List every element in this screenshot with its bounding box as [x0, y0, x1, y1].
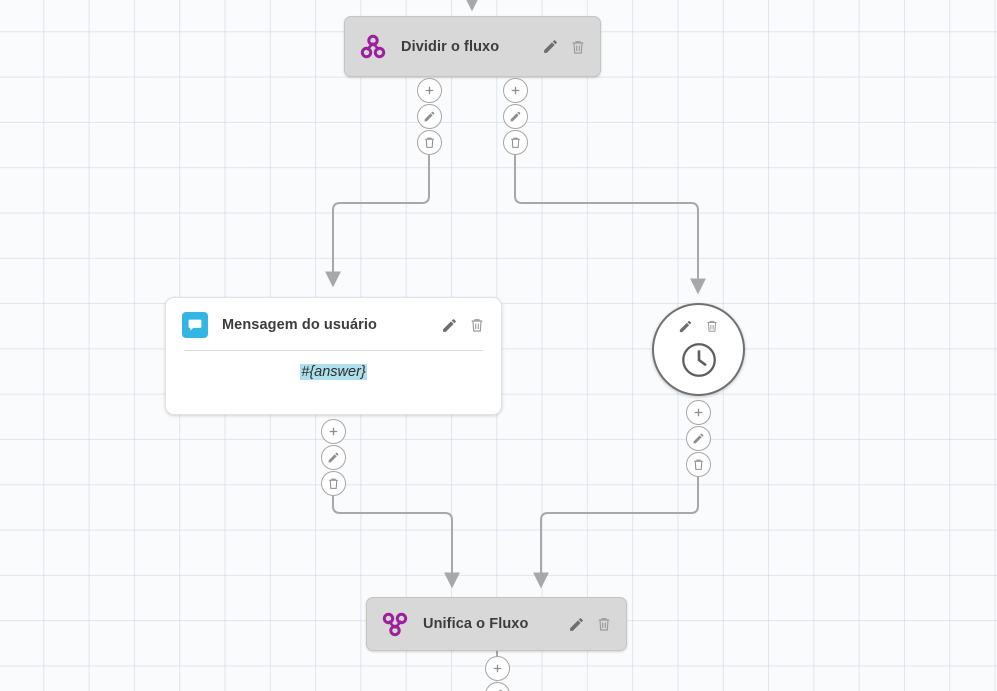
merge-branch-icon [381, 610, 409, 638]
edge-split-to-delay [514, 155, 706, 295]
add-icon[interactable] [321, 419, 346, 444]
circle-actions [678, 319, 719, 334]
answer-token: #{answer} [300, 364, 367, 380]
edge-delay-to-merge [533, 477, 699, 589]
delete-icon[interactable] [321, 471, 346, 496]
delete-icon[interactable] [596, 616, 612, 632]
delete-icon[interactable] [503, 130, 528, 155]
divider [184, 350, 483, 351]
delete-icon[interactable] [469, 317, 485, 333]
add-icon[interactable] [485, 656, 510, 681]
node-delay-timer[interactable] [652, 303, 745, 396]
port-stack-split-left[interactable] [417, 78, 442, 155]
edit-icon[interactable] [485, 682, 510, 691]
node-title: Dividir o fluxo [401, 38, 500, 55]
port-stack-message-out[interactable] [321, 419, 346, 496]
edit-icon[interactable] [678, 319, 693, 334]
node-body: #{answer} [166, 351, 501, 397]
edit-icon[interactable] [542, 38, 559, 55]
edit-icon[interactable] [503, 104, 528, 129]
add-icon[interactable] [417, 78, 442, 103]
node-header: Mensagem do usuário [166, 298, 501, 338]
edit-icon[interactable] [321, 445, 346, 470]
node-dividir-o-fluxo[interactable]: Dividir o fluxo [344, 16, 601, 77]
delete-icon[interactable] [686, 452, 711, 477]
chat-bubble-icon [182, 312, 208, 338]
edit-icon[interactable] [417, 104, 442, 129]
delete-icon[interactable] [570, 39, 586, 55]
edit-icon[interactable] [441, 317, 458, 334]
add-icon[interactable] [686, 400, 711, 425]
port-stack-merge-out[interactable] [485, 656, 510, 691]
split-branch-icon [359, 33, 387, 61]
port-stack-split-right[interactable] [503, 78, 528, 155]
node-title: Unifica o Fluxo [423, 616, 529, 632]
edit-icon[interactable] [568, 616, 585, 633]
port-stack-delay-out[interactable] [686, 400, 711, 477]
edit-icon[interactable] [686, 426, 711, 451]
node-title: Mensagem do usuário [222, 317, 377, 333]
edge-split-to-message [325, 155, 430, 288]
add-icon[interactable] [503, 78, 528, 103]
node-mensagem-do-usuario[interactable]: Mensagem do usuário #{answer} [165, 297, 502, 415]
delete-icon[interactable] [417, 130, 442, 155]
delete-icon[interactable] [705, 319, 719, 333]
node-unifica-o-fluxo[interactable]: Unifica o Fluxo [366, 597, 627, 651]
edge-message-to-merge [332, 496, 460, 589]
clock-icon [678, 339, 720, 381]
